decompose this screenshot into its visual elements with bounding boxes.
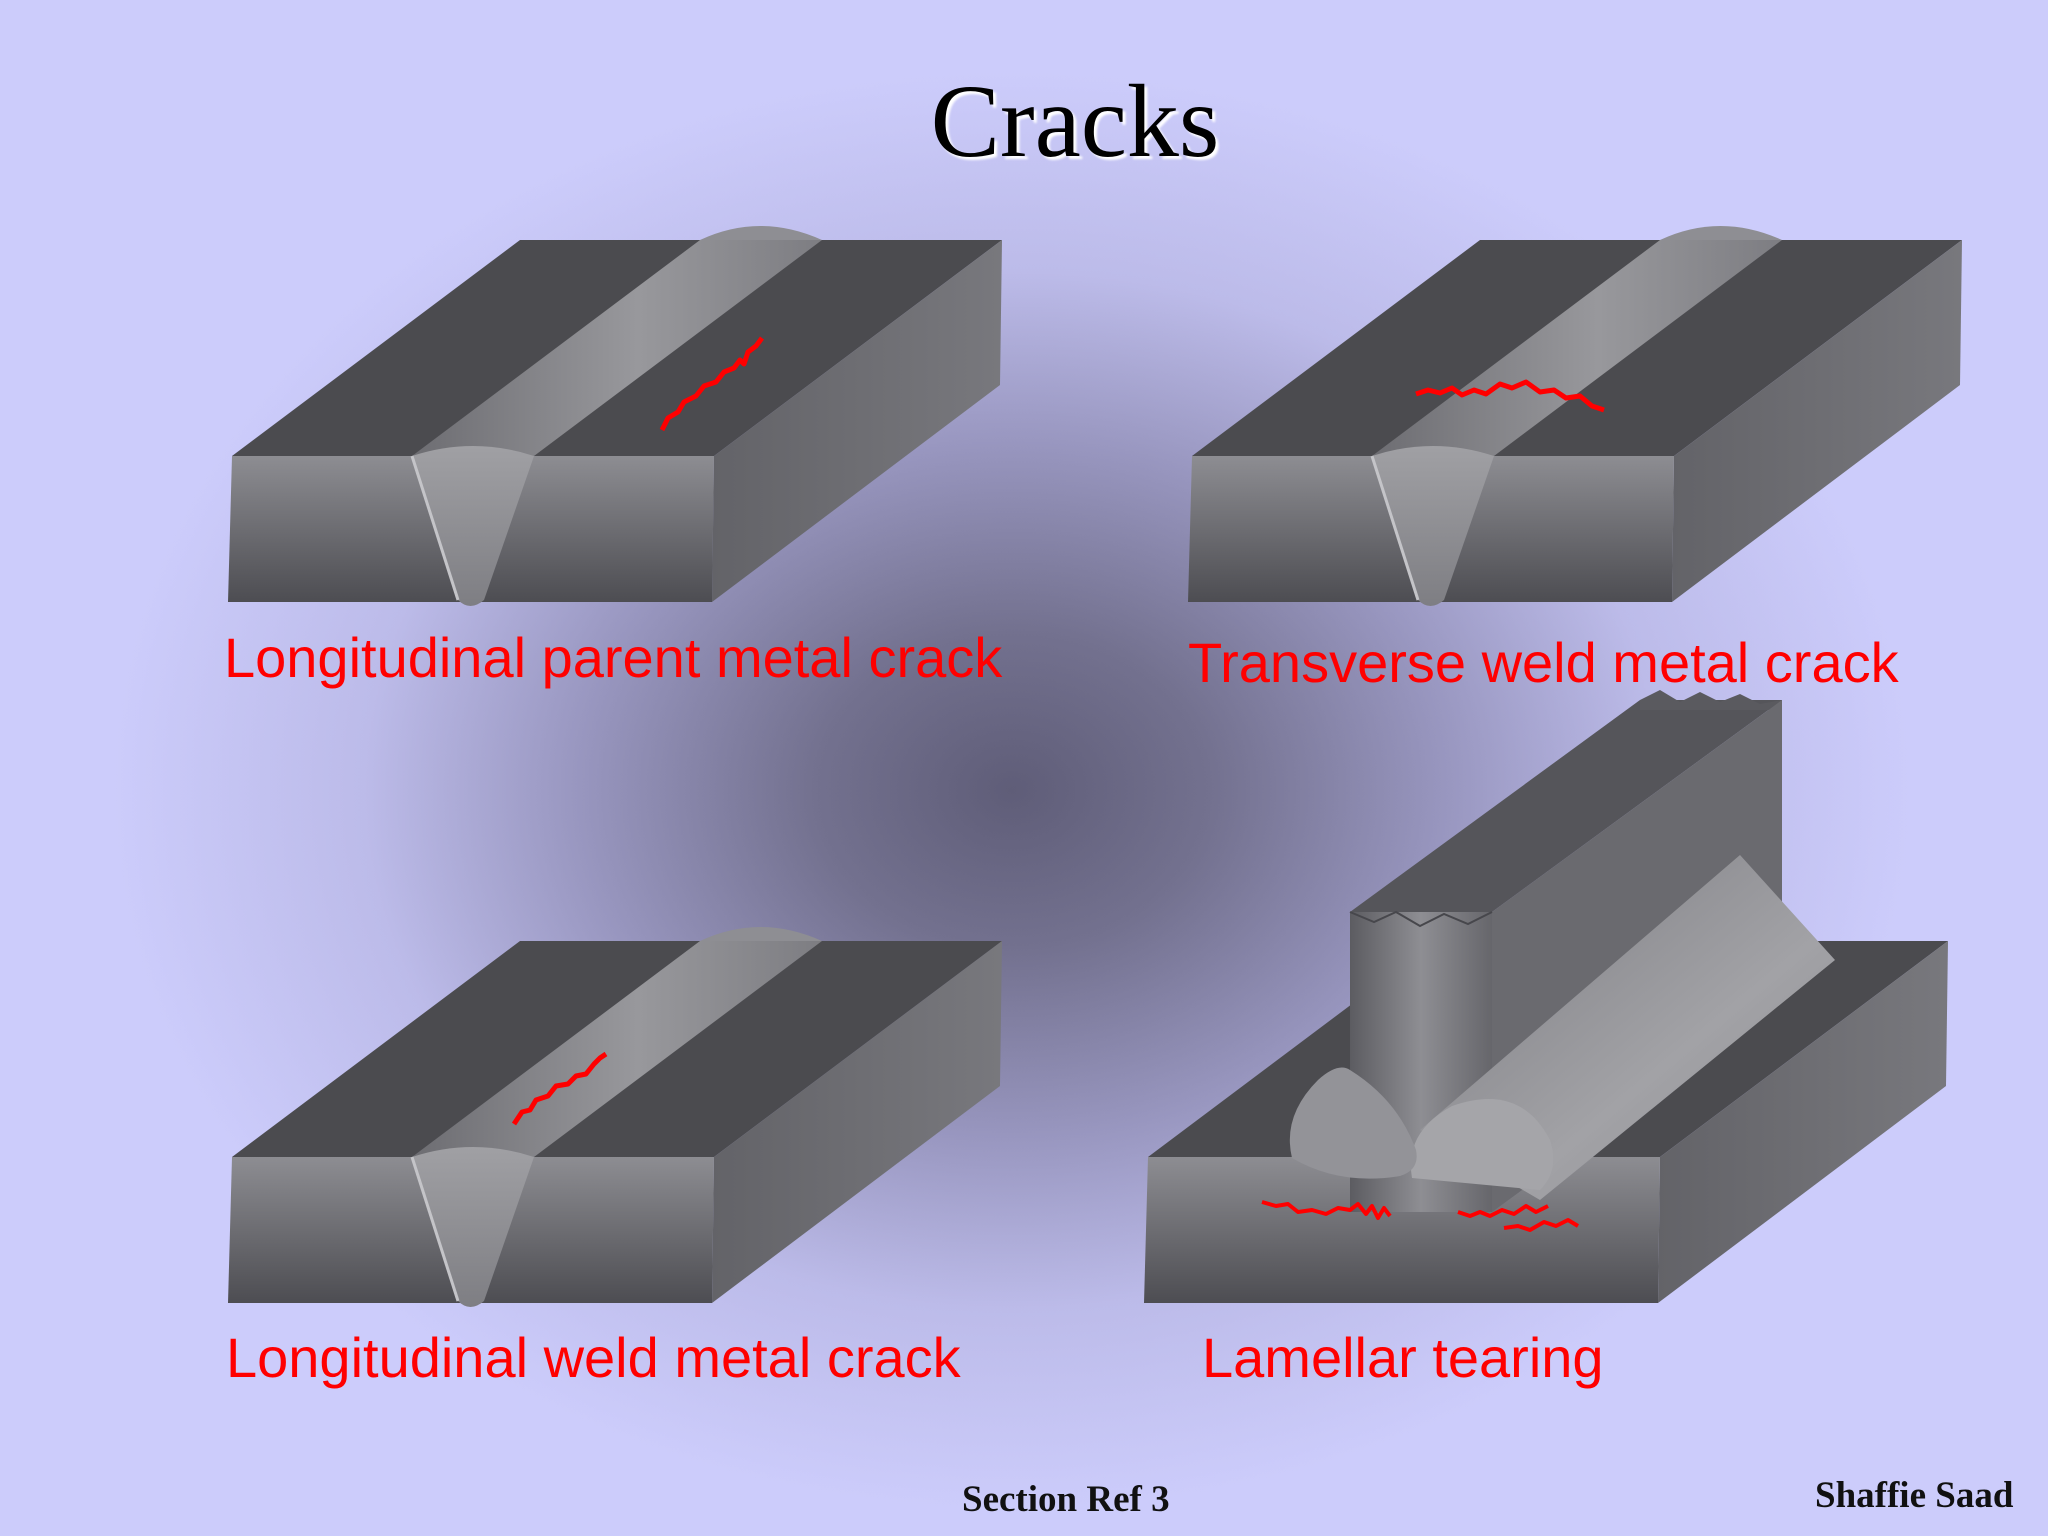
crack-mark-3 xyxy=(511,1051,608,1126)
caption-longitudinal-weld-metal-crack: Longitudinal weld metal crack xyxy=(226,1326,961,1389)
footer-author: Shaffie Saad xyxy=(1815,1475,2014,1516)
caption-longitudinal-parent-metal-crack: Longitudinal parent metal crack xyxy=(224,626,1003,689)
caption-lamellar-tearing: Lamellar tearing xyxy=(1202,1326,1604,1389)
plate-butt-weld-3 xyxy=(228,927,1002,1307)
lamellar-tear-marks xyxy=(1261,1200,1580,1232)
caption-transverse-weld-metal-crack: Transverse weld metal crack xyxy=(1188,631,1899,694)
fillet-weld-left xyxy=(1289,1067,1417,1179)
plate-butt-weld-1 xyxy=(228,226,1002,606)
slide-title: Cracks xyxy=(930,64,1220,179)
plate-butt-weld-2 xyxy=(1188,226,1962,606)
fillet-weld-right xyxy=(1410,855,1835,1200)
crack-mark-2 xyxy=(1415,379,1605,413)
crack-mark-1 xyxy=(659,336,764,432)
footer-section-ref: Section Ref 3 xyxy=(962,1479,1170,1520)
